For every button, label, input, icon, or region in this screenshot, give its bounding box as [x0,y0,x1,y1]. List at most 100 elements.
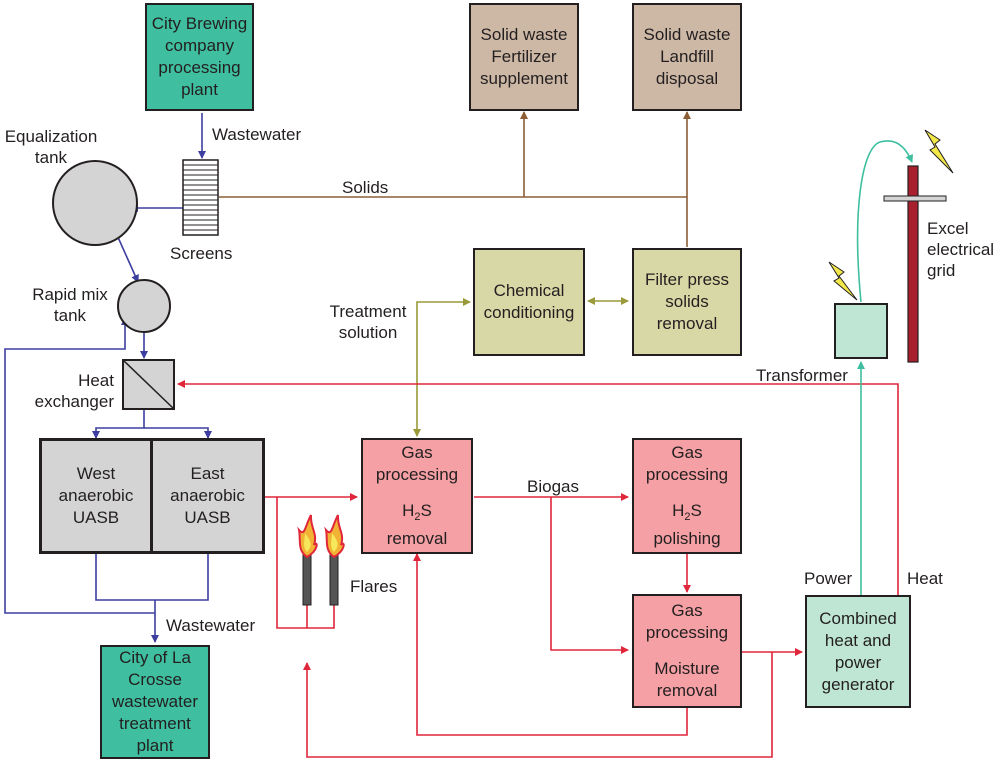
box-text: Crosse [128,670,182,689]
wastewater-label: Wastewater [212,125,302,144]
h2s-formula: H2S [672,500,702,528]
east-uasb-box: East anaerobic UASB [150,438,265,554]
box-text: East [190,464,225,483]
formula-s: S [420,501,432,520]
box-text: solids [665,292,709,311]
label-line: Rapid mix [32,285,108,304]
label-line: tank [34,148,68,167]
box-text: processing [158,58,241,77]
screens-icon [182,159,219,236]
biogas-label: Biogas [527,477,579,496]
formula-sub: 2 [684,511,691,523]
biogas-lines [177,380,899,758]
brewery-box: City Brewing company processing plant [145,3,254,111]
formula-h: H [402,501,415,520]
box-text: Fertilizer [491,47,557,66]
box-text: Gas [401,443,433,462]
box-text: Landfill [660,47,714,66]
transformer-label: Transformer [756,366,848,385]
box-text: company [165,36,234,55]
solid-waste-landfill-box: Solid waste Landfill disposal [632,3,742,111]
box-text: processing [375,465,459,484]
power-label: Power [804,569,853,588]
box-text: Gas [671,601,703,620]
box-text: heat and [824,630,892,650]
solids-label: Solids [342,178,389,197]
gas-moisture-removal-box: Gas processing Moisture removal [632,594,742,708]
flare-icon [324,514,345,606]
label-line: electrical [927,240,995,259]
box-text: disposal [655,69,719,88]
screens-label: Screens [170,244,233,263]
formula-s: S [690,501,702,520]
transformer-box [834,303,888,359]
label-line: Equalization [4,127,98,146]
label-line: Heat [78,371,114,390]
box-text: Combined [819,608,897,628]
label-line: Treatment [329,302,407,321]
treatment-lines [413,297,629,437]
box-text: polishing [653,529,721,548]
box-text: UASB [184,508,231,527]
flares-label: Flares [350,577,398,596]
box-text: anaerobic [58,486,134,505]
electrical-grid-pole [883,165,947,363]
box-text: City of La [119,648,191,667]
formula-sub: 2 [414,511,421,523]
box-text: removal [656,681,718,700]
heat-label: Heat [907,569,943,588]
treatment-solution-label: Treatment solution [320,301,416,343]
label-line: grid [927,261,956,280]
box-text: power [834,652,882,672]
box-text: plant [181,80,218,99]
solids-lines [219,111,691,247]
box-text: removal [656,314,718,333]
box-text: conditioning [483,303,575,322]
box-text: City Brewing [151,14,248,33]
h2s-formula: H2S [402,500,432,528]
box-text: processing [645,465,729,484]
lightning-icon [828,261,858,301]
box-text: Moisture [654,659,720,678]
power-lines [856,140,913,595]
west-uasb-box: West anaerobic UASB [39,438,153,554]
box-text: anaerobic [170,486,245,505]
label-line: exchanger [34,392,114,411]
chemical-conditioning-box: Chemical conditioning [473,248,585,356]
heat-exchanger-label: Heat exchanger [30,370,114,412]
box-text: processing [645,623,729,642]
gas-h2s-polishing-box: Gas processing H2S polishing [632,438,742,554]
box-text: Solid waste [643,25,731,44]
box-text: Chemical [493,281,565,300]
wastewater-label: Wastewater [166,616,256,635]
filter-press-box: Filter press solids removal [632,248,742,356]
box-text: wastewater [112,692,198,711]
gas-h2s-removal-box: Gas processing H2S removal [361,438,473,554]
label-line: solution [338,323,398,342]
wastewater-lines [4,113,212,643]
box-text: plant [136,736,174,755]
rapid-mix-tank [117,279,171,333]
equalization-tank [52,160,138,246]
box-text: UASB [72,508,120,527]
label-line: Excel [927,219,969,238]
flare-icon [297,514,318,606]
formula-h: H [672,501,685,520]
box-text: removal [386,529,448,548]
electrical-grid-label: Excel electrical grid [927,218,994,281]
box-text: Filter press [644,270,730,289]
box-text: Gas [671,443,703,462]
box-text: supplement [480,69,568,88]
equalization-tank-label: Equalization tank [0,126,102,168]
chp-generator-box: Combined heat and power generator [805,595,911,708]
box-text: treatment [119,714,191,733]
box-text: generator [821,674,895,694]
rapid-mix-tank-label: Rapid mix tank [24,284,116,326]
solid-waste-fertilizer-box: Solid waste Fertilizer supplement [469,3,579,111]
label-line: tank [53,306,87,325]
heat-exchanger-icon [122,359,175,410]
box-text: Solid waste [480,25,568,44]
lacrosse-wwtp-box: City of La Crosse wastewater treatment p… [100,645,210,759]
box-text: West [76,464,116,483]
